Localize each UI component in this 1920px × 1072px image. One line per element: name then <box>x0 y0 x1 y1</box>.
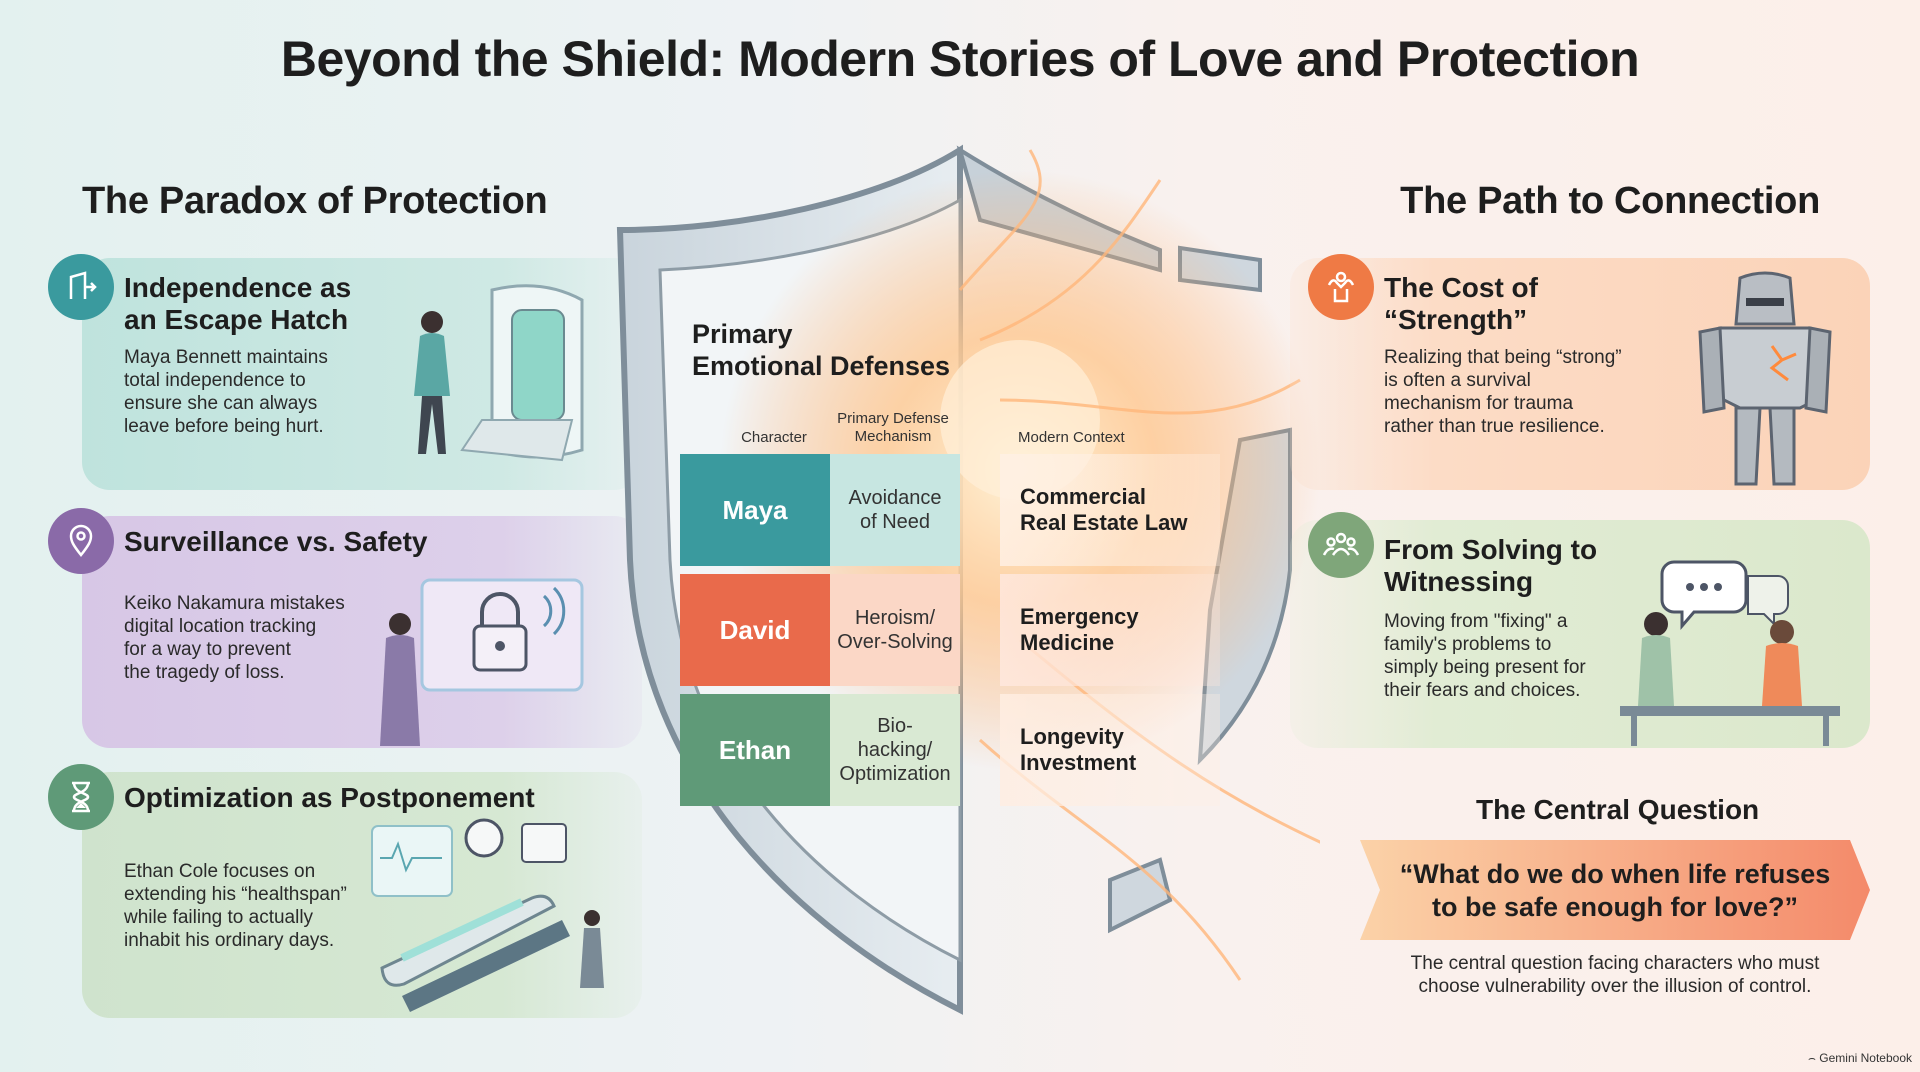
watermark-icon: ⌢ <box>1808 1051 1820 1065</box>
table-row-david-mechanism: Heroism/Over-Solving <box>830 574 960 686</box>
right-section-title: The Path to Connection <box>1400 180 1820 222</box>
escape-pod-illustration <box>414 284 584 462</box>
card-cost-of-strength: The Cost of“Strength” Realizing that bei… <box>1290 258 1870 490</box>
central-question-title: The Central Question <box>1476 794 1760 825</box>
card-heading: Optimization as Postponement <box>124 782 535 813</box>
medical-bed-illustration <box>371 818 604 1012</box>
table-row-ethan-character: Ethan <box>680 694 830 806</box>
card-heading: Surveillance vs. Safety <box>124 526 428 557</box>
door-exit-icon <box>48 254 114 320</box>
table-row-maya-character: Maya <box>680 454 830 566</box>
hourglass-icon <box>48 764 114 830</box>
location-pin-icon <box>48 508 114 574</box>
table-row-david-character: David <box>680 574 830 686</box>
people-group-icon <box>1308 512 1374 578</box>
card-optimization: Optimization as Postponement Ethan Cole … <box>82 772 642 1018</box>
card-body: Realizing that being “strong”is often a … <box>1384 347 1622 437</box>
table-row-ethan-mechanism: Bio-hacking/Optimization <box>830 694 960 806</box>
column-header-character: Character <box>741 429 807 446</box>
two-people-talking-illustration <box>1620 560 1840 746</box>
card-heading: The Cost of“Strength” <box>1384 272 1538 335</box>
card-surveillance: Surveillance vs. Safety Keiko Nakamura m… <box>82 516 642 748</box>
padlock-screen-illustration <box>380 578 584 746</box>
gemini-notebook-watermark: ⌢ Gemini Notebook <box>1808 1051 1912 1065</box>
flexing-arms-icon <box>1308 254 1374 320</box>
cracked-armor-knight-illustration <box>1698 271 1832 486</box>
central-question-caption: The central question facing characters w… <box>1410 953 1820 997</box>
left-section-title: The Paradox of Protection <box>82 180 548 222</box>
column-header-context: Modern Context <box>1018 429 1125 446</box>
page-title: Beyond the Shield: Modern Stories of Lov… <box>280 31 1640 87</box>
question-banner-shape <box>1360 840 1870 940</box>
